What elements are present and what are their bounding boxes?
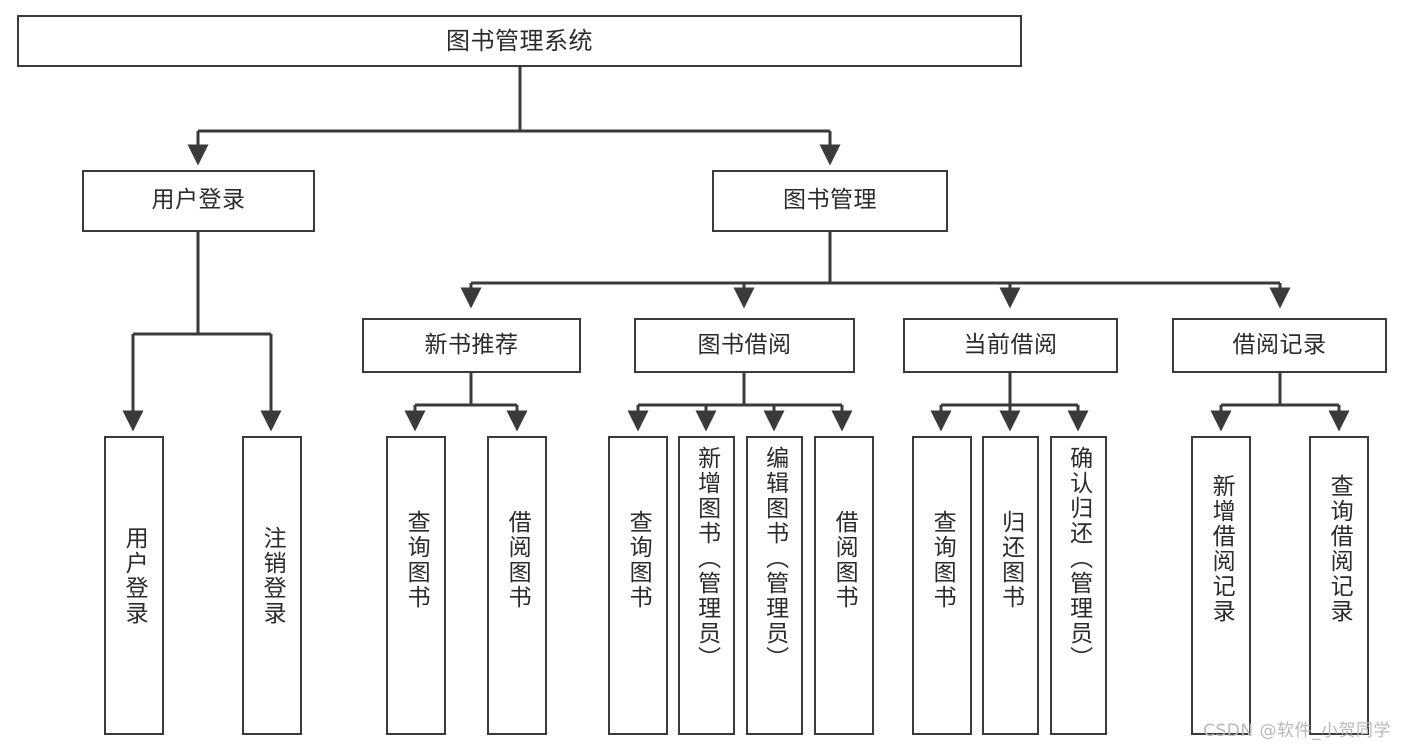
leaf-add-book-label: 新增图书（管理员）: [693, 446, 720, 671]
watermark-text: CSDN @软件_小贺同学: [1203, 721, 1391, 741]
leaf-borrow-book-1-label: 借阅图书: [504, 510, 531, 610]
leaf-user-login-label: 用户登录: [121, 526, 148, 626]
leaf-query-record-label: 查询借阅记录: [1326, 474, 1353, 624]
leaf-return-book-label: 归还图书: [997, 510, 1024, 610]
leaf-query-book-1-label: 查询图书: [403, 510, 430, 610]
node-borrow-record-label: 借阅记录: [1232, 331, 1327, 358]
leaf-borrow-book-1[interactable]: 借阅图书: [487, 436, 547, 735]
leaf-query-book-3-label: 查询图书: [929, 510, 956, 610]
leaf-logout-login-label: 注销登录: [259, 526, 286, 626]
leaf-add-record[interactable]: 新增借阅记录: [1191, 436, 1251, 735]
node-new-book-recommend-label: 新书推荐: [424, 331, 519, 358]
leaf-query-book-1[interactable]: 查询图书: [386, 436, 446, 735]
leaf-add-book[interactable]: 新增图书（管理员）: [678, 436, 735, 735]
leaf-user-login[interactable]: 用户登录: [104, 436, 164, 735]
node-user-login-label: 用户登录: [151, 187, 246, 214]
node-book-borrow[interactable]: 图书借阅: [634, 318, 855, 373]
node-current-borrow[interactable]: 当前借阅: [903, 318, 1118, 373]
leaf-edit-book-label: 编辑图书（管理员）: [761, 446, 788, 671]
leaf-borrow-book-2[interactable]: 借阅图书: [814, 436, 874, 735]
leaf-query-book-3[interactable]: 查询图书: [912, 436, 972, 735]
node-book-management[interactable]: 图书管理: [712, 170, 948, 232]
node-book-borrow-label: 图书借阅: [697, 331, 792, 358]
leaf-query-book-2-label: 查询图书: [625, 510, 652, 610]
node-book-management-label: 图书管理: [783, 187, 877, 214]
node-borrow-record[interactable]: 借阅记录: [1172, 318, 1387, 373]
node-root-label: 图书管理系统: [446, 26, 593, 55]
node-user-login[interactable]: 用户登录: [82, 170, 315, 232]
leaf-return-book[interactable]: 归还图书: [982, 436, 1039, 735]
leaf-query-record[interactable]: 查询借阅记录: [1309, 436, 1369, 735]
leaf-confirm-return-label: 确认归还（管理员）: [1065, 446, 1092, 671]
leaf-edit-book[interactable]: 编辑图书（管理员）: [746, 436, 803, 735]
node-current-borrow-label: 当前借阅: [963, 331, 1058, 358]
node-new-book-recommend[interactable]: 新书推荐: [362, 318, 581, 373]
leaf-add-record-label: 新增借阅记录: [1208, 474, 1235, 624]
leaf-logout-login[interactable]: 注销登录: [242, 436, 302, 735]
leaf-confirm-return[interactable]: 确认归还（管理员）: [1050, 436, 1107, 735]
leaf-borrow-book-2-label: 借阅图书: [831, 510, 858, 610]
leaf-query-book-2[interactable]: 查询图书: [608, 436, 668, 735]
node-root[interactable]: 图书管理系统: [17, 15, 1022, 67]
